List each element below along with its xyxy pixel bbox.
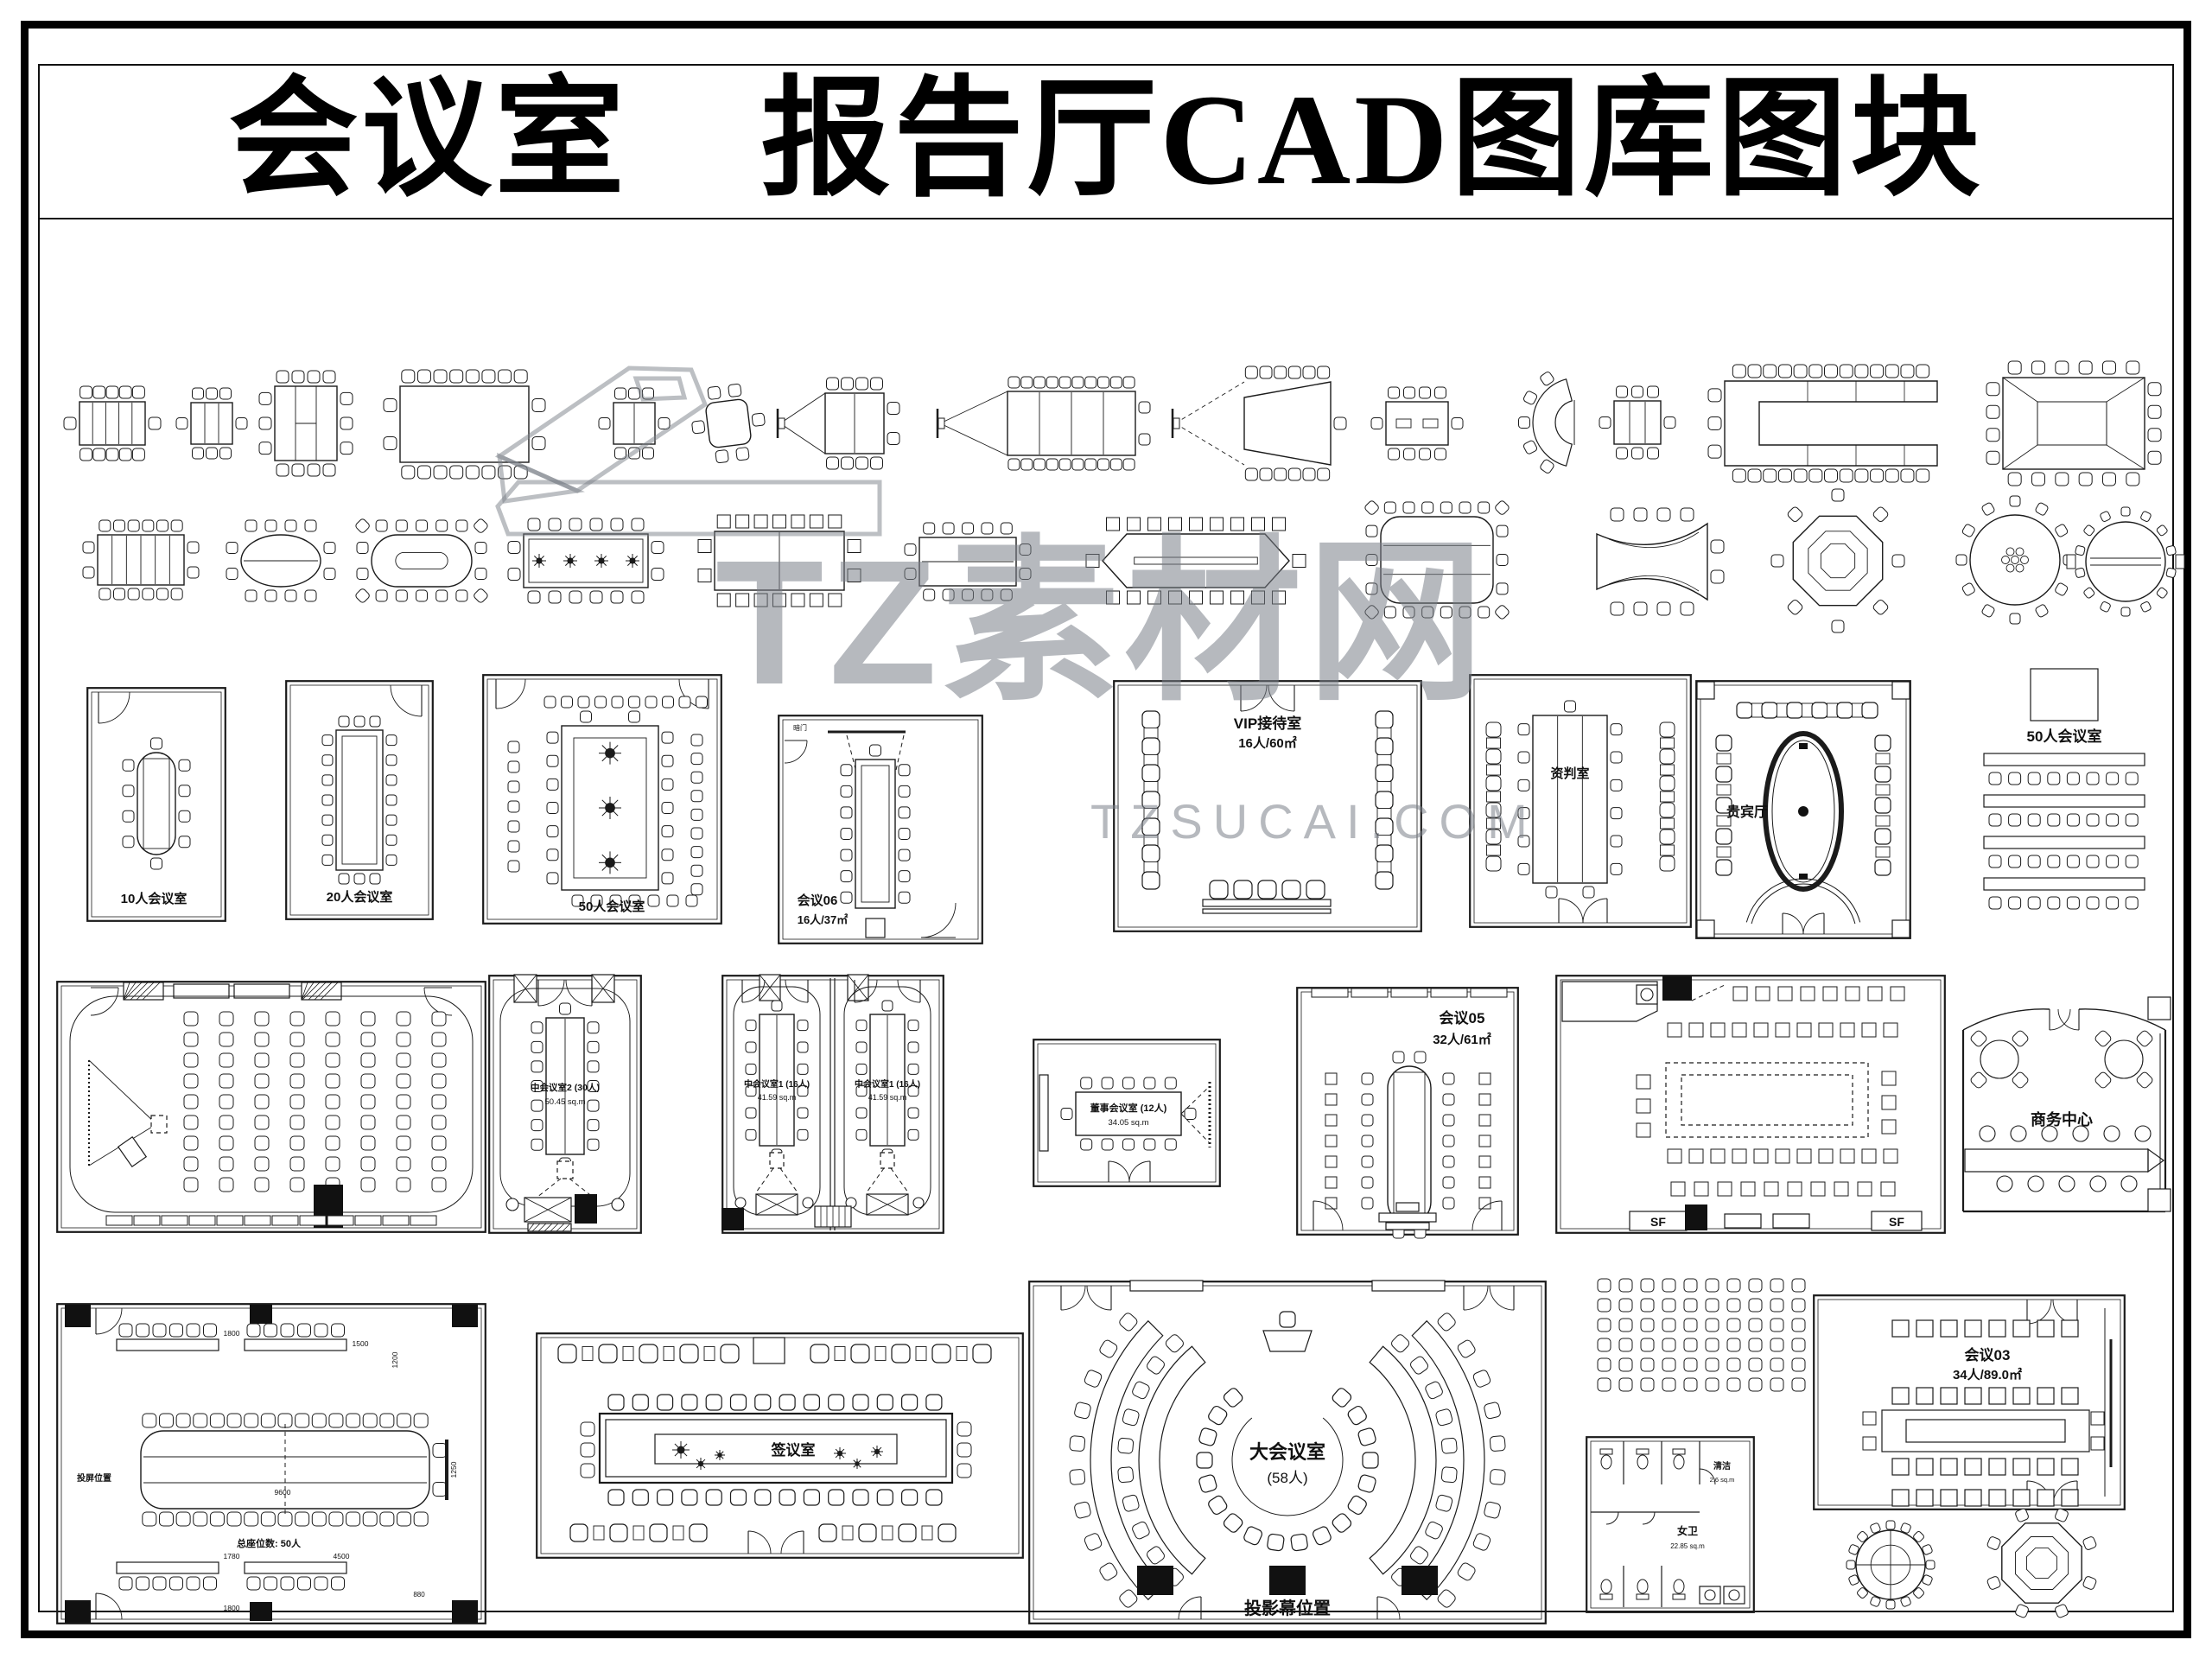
svg-text:SF: SF [1889, 1215, 1904, 1229]
table-u-shape [1707, 364, 1938, 483]
table2-roundsq-18 [1364, 500, 1510, 620]
table2-octagon-8 [1770, 488, 1905, 633]
block-theater-50p: 50人会议室 [1983, 668, 2145, 910]
table-octagon-8b [1986, 1508, 2097, 1618]
room-vip: VIP接待室 16人/60㎡ [1113, 680, 1422, 932]
svg-text:41.59 sq.m: 41.59 sq.m [868, 1093, 907, 1102]
table-ring-20 [1986, 360, 2162, 486]
svg-text:50.45 sq.m: 50.45 sq.m [545, 1097, 586, 1107]
table2-round-split [2066, 506, 2185, 617]
table-8seat-a [598, 387, 671, 460]
table-projector-b [936, 376, 1151, 471]
room-grand-58p: 大会议室 (58人) 投影幕位置 [1028, 1280, 1547, 1624]
table-8seat-c [1599, 385, 1676, 460]
room-sf: SF SF [1555, 975, 1946, 1234]
svg-text:1780: 1780 [224, 1552, 240, 1560]
room-10p: 10人会议室 [86, 687, 226, 922]
table-8seat-b [691, 383, 766, 464]
svg-text:VIP接待室: VIP接待室 [1234, 715, 1301, 732]
svg-text:10人会议室: 10人会议室 [121, 891, 188, 906]
svg-text:资判室: 资判室 [1550, 766, 1589, 781]
table-6seat [175, 387, 248, 460]
room-twin-mtg1: 中会议室1 (16人) 41.59 sq.m 中会议室1 (16人) 41.59 sq… [721, 974, 944, 1234]
svg-text:880: 880 [413, 1591, 425, 1599]
svg-text:SF: SF [1650, 1215, 1666, 1229]
room-conf-50-dims: 1800 1500 1200 9600 总座位数: 50人 1780 4500 1800 880… [56, 1303, 486, 1624]
svg-text:清洁: 清洁 [1713, 1460, 1731, 1471]
hall-lecture [56, 981, 486, 1233]
table2-bowtie [1596, 507, 1725, 616]
room-board: 董事会议室 (12人) 34.05 sq.m [1033, 1039, 1221, 1187]
svg-text:会议06: 会议06 [798, 893, 838, 908]
room-20p: 20人会议室 [285, 680, 434, 920]
room-mtg2-30p: 中会议室2 (30人) 50.45 sq.m [488, 974, 642, 1234]
table-arc-fan [1518, 372, 1575, 474]
room-business-center: 商务中心 [1961, 996, 2171, 1213]
svg-text:34人/89.0㎡: 34人/89.0㎡ [1953, 1367, 2022, 1382]
svg-text:会议05: 会议05 [1440, 1009, 1485, 1027]
svg-text:1200: 1200 [391, 1351, 399, 1368]
svg-text:中会议室2 (30人): 中会议室2 (30人) [531, 1082, 600, 1093]
table-h-14seat [258, 370, 353, 477]
svg-text:大会议室: 大会议室 [1249, 1441, 1325, 1463]
svg-text:34.05 sq.m: 34.05 sq.m [1109, 1118, 1149, 1128]
block-toilets: 清洁 2.6 sq.m 女卫 22.85 sq.m [1586, 1436, 1755, 1613]
svg-text:女卫: 女卫 [1677, 1524, 1698, 1537]
table2-rect-12 [82, 519, 200, 601]
table2-stadium-14 [355, 518, 488, 603]
table-projector-fan [1171, 365, 1347, 481]
table-20seat [383, 369, 546, 480]
svg-text:50人会议室: 50人会议室 [579, 899, 645, 914]
svg-text:1800: 1800 [224, 1604, 240, 1612]
svg-text:总座位数: 50人: 总座位数: 50人 [237, 1537, 302, 1549]
svg-text:22.85 sq.m: 22.85 sq.m [1670, 1542, 1705, 1550]
table2-oval-12 [226, 519, 336, 602]
table-bench-12 [63, 385, 162, 461]
svg-text:签议室: 签议室 [771, 1441, 816, 1459]
table-projector-a [776, 377, 900, 470]
table-round-16 [1846, 1520, 1936, 1610]
svg-text:32人/61㎡: 32人/61㎡ [1433, 1032, 1491, 1047]
inner-frame [38, 64, 2174, 1612]
room-50p: 50人会议室 [482, 674, 722, 925]
svg-text:4500: 4500 [334, 1552, 350, 1560]
svg-text:9600: 9600 [275, 1488, 291, 1497]
svg-text:商务中心: 商务中心 [2031, 1110, 2093, 1128]
room-signing: 签议室 [536, 1332, 1024, 1559]
svg-text:投影幕位置: 投影幕位置 [1244, 1598, 1331, 1618]
table2-plants-16 [507, 518, 664, 604]
svg-text:20人会议室: 20人会议室 [327, 889, 393, 905]
table2-round-flower [1955, 495, 2075, 625]
svg-text:贵宾厅: 贵宾厅 [1726, 804, 1768, 820]
svg-text:2.6 sq.m: 2.6 sq.m [1710, 1476, 1735, 1484]
svg-text:会议03: 会议03 [1965, 1346, 2011, 1363]
room-vip-hall: 贵宾厅 [1695, 680, 1911, 939]
svg-text:16人/60㎡: 16人/60㎡ [1238, 735, 1297, 751]
svg-text:41.59 sq.m: 41.59 sq.m [758, 1093, 797, 1102]
room-mtg05: 会议05 32人/61㎡ [1296, 987, 1519, 1239]
table2-small-12 [904, 522, 1032, 601]
sheet-title: 会议室 报告厅CAD图库图块 [228, 68, 1984, 212]
svg-text:50人会议室: 50人会议室 [2027, 728, 2102, 745]
block-chair-grid [1597, 1278, 1806, 1392]
svg-text:16人/37㎡: 16人/37㎡ [798, 913, 849, 926]
room-negotiation: 资判室 [1469, 674, 1692, 928]
title-divider [40, 218, 2172, 219]
svg-text:1500: 1500 [353, 1339, 369, 1348]
svg-text:1800: 1800 [224, 1329, 240, 1338]
svg-text:暗门: 暗门 [793, 723, 807, 732]
table2-boat-20 [1085, 517, 1306, 605]
svg-text:投屏位置: 投屏位置 [77, 1472, 111, 1484]
outer-frame [21, 21, 2191, 1638]
svg-text:董事会议室 (12人): 董事会议室 (12人) [1090, 1102, 1167, 1114]
table2-square-16 [697, 514, 861, 607]
table-monitors [1370, 386, 1464, 461]
svg-text:1250: 1250 [449, 1461, 458, 1478]
svg-text:中会议室1 (16人): 中会议室1 (16人) [744, 1078, 810, 1090]
room-mtg03: 会议03 34人/89.0㎡ [1813, 1294, 2126, 1510]
svg-text:中会议室1 (16人): 中会议室1 (16人) [855, 1078, 920, 1090]
svg-text:(58人): (58人) [1267, 1470, 1307, 1486]
